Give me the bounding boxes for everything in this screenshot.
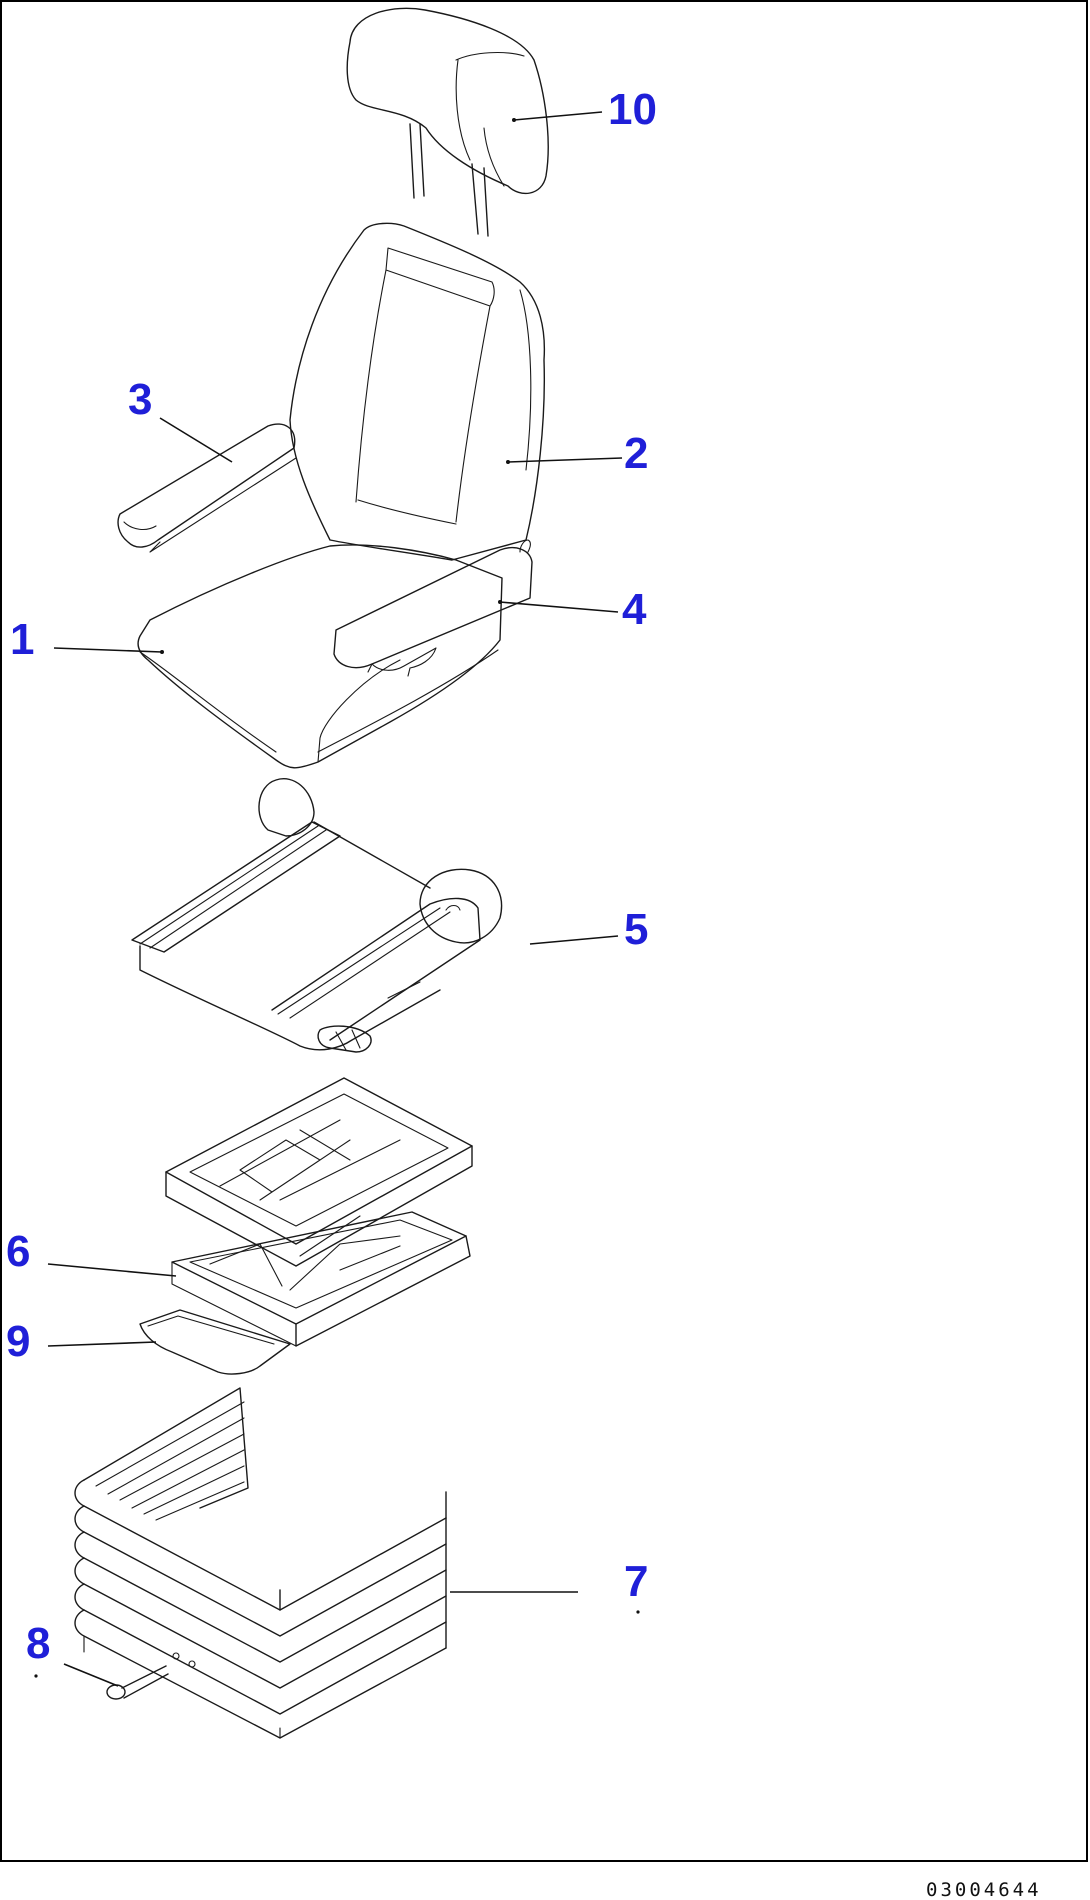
suspension-upper-frame [165,1077,473,1267]
slide-rail-assembly [131,778,503,1053]
armrest-right [333,539,533,677]
armrest-left [117,423,297,553]
seat-cushion [137,544,503,769]
leader-lines [34,111,640,1687]
callout-labels: 10 2 3 4 1 5 6 9 7 8 [6,85,657,1668]
adjust-knob [106,1665,169,1700]
headrest [346,7,549,237]
frame-border [0,0,1088,1862]
callout-2[interactable]: 2 [624,429,648,478]
callout-4[interactable]: 4 [622,585,647,634]
callout-1[interactable]: 1 [10,615,34,664]
callout-3[interactable]: 3 [128,375,152,424]
bottom-plate [139,1309,291,1375]
callout-10[interactable]: 10 [608,85,657,134]
bellows-cover [74,1387,447,1739]
callout-9[interactable]: 9 [6,1317,30,1366]
callout-5[interactable]: 5 [624,905,648,954]
callout-7[interactable]: 7 [624,1557,648,1606]
callout-8[interactable]: 8 [26,1619,50,1668]
callout-6[interactable]: 6 [6,1227,30,1276]
suspension-lower [171,1211,471,1347]
backrest [289,222,546,561]
drawing-code: 03004644 [926,1879,1042,1900]
